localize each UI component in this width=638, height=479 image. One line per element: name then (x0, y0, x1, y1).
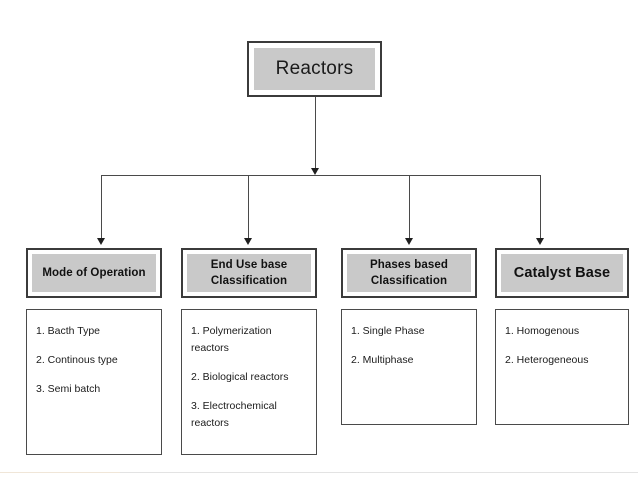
list-item: 1. Bacth Type (36, 325, 101, 337)
node-reactors-fill: Reactors (254, 48, 375, 90)
list-item: 1. Single Phase (351, 325, 425, 337)
category-header-fill: End Use base Classification (187, 254, 311, 292)
list-item: 3. Semi batch (36, 383, 101, 395)
category-header-line: Classification (370, 275, 448, 287)
connector-branch-1-arrowhead (97, 238, 105, 245)
connector-branch-4-arrowhead (536, 238, 544, 245)
category-header-line: Phases based (370, 259, 448, 271)
category-header-phases-based-classification[interactable]: Phases based Classification (341, 248, 477, 298)
list-item: 3. Electrochemical reactors (191, 400, 277, 429)
category-header-mode-of-operation[interactable]: Mode of Operation (26, 248, 162, 298)
node-reactors-label: Reactors (275, 58, 354, 79)
category-body-catalyst-base[interactable]: 1. Homogenous 2. Heterogeneous (495, 309, 629, 425)
connector-branch-2 (248, 175, 249, 238)
connector-root-stem (315, 97, 316, 168)
category-body-end-use-base-classification[interactable]: 1. Polymerization reactors 2. Biological… (181, 309, 317, 455)
connector-branch-4 (540, 175, 541, 238)
connector-horizontal-bus (101, 175, 541, 176)
category-header-end-use-base-classification[interactable]: End Use base Classification (181, 248, 317, 298)
list-item: 1. Homogenous (505, 325, 580, 337)
category-body-mode-of-operation[interactable]: 1. Bacth Type 2. Continous type 3. Semi … (26, 309, 162, 455)
category-header-fill: Phases based Classification (347, 254, 471, 292)
list-item: 2. Biological reactors (191, 371, 289, 383)
list-item: 2. Continous type (36, 354, 118, 366)
category-header-line: Mode of Operation (42, 267, 146, 279)
category-header-line: Catalyst Base (513, 265, 611, 281)
connector-branch-1 (101, 175, 102, 238)
category-header-line: End Use base (210, 259, 288, 271)
connector-branch-2-arrowhead (244, 238, 252, 245)
slide-footer-rule (0, 472, 638, 473)
category-header-fill: Mode of Operation (32, 254, 156, 292)
category-body-phases-based-classification[interactable]: 1. Single Phase 2. Multiphase (341, 309, 477, 425)
connector-branch-3 (409, 175, 410, 238)
list-item: 1. Polymerization reactors (191, 325, 272, 354)
category-header-catalyst-base[interactable]: Catalyst Base (495, 248, 629, 298)
category-header-fill: Catalyst Base (501, 254, 623, 292)
connector-branch-3-arrowhead (405, 238, 413, 245)
node-reactors[interactable]: Reactors (247, 41, 382, 97)
slide-footer-accent (0, 472, 120, 473)
list-item: 2. Multiphase (351, 354, 414, 366)
list-item: 2. Heterogeneous (505, 354, 589, 366)
connector-root-stem-arrowhead (311, 168, 319, 175)
category-header-line: Classification (210, 275, 288, 287)
